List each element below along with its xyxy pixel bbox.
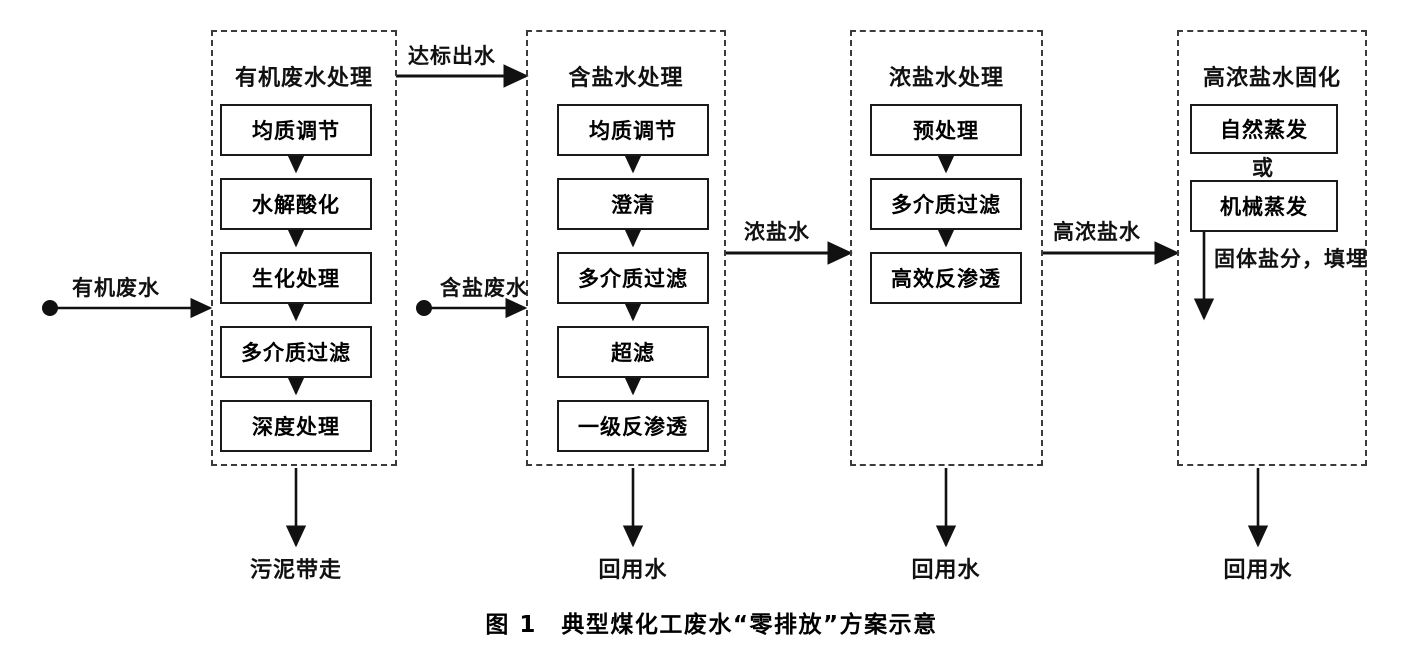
output-label-reuse-water-3: 回用水 xyxy=(911,558,981,583)
group-title-saline-water-treatment: 含盐水处理 xyxy=(568,66,684,91)
group-title-concentrated-brine-treatment: 浓盐水处理 xyxy=(888,66,1004,91)
process-box-solidification-2[interactable]: 机械蒸发 xyxy=(1190,180,1338,232)
process-box-solidification-1[interactable]: 自然蒸发 xyxy=(1190,104,1338,154)
process-box-brine-1[interactable]: 预处理 xyxy=(870,104,1022,156)
connector-label-high-concentration-brine: 高浓盐水 xyxy=(1053,220,1141,244)
group-title-high-concentration-brine-solidification: 高浓盐水固化 xyxy=(1202,66,1341,91)
group-organic-wastewater-treatment xyxy=(211,30,397,466)
process-box-organic-1[interactable]: 均质调节 xyxy=(220,104,372,156)
output-label-reuse-water-2: 回用水 xyxy=(598,558,668,583)
process-box-organic-3[interactable]: 生化处理 xyxy=(220,252,372,304)
input-label-organic-wastewater: 有机废水 xyxy=(72,276,160,300)
connector-label-compliant-effluent: 达标出水 xyxy=(408,44,496,68)
connector-label-concentrated-brine: 浓盐水 xyxy=(744,220,810,244)
process-box-saline-4[interactable]: 超滤 xyxy=(557,326,709,378)
output-label-sludge: 污泥带走 xyxy=(249,558,342,583)
process-box-saline-1[interactable]: 均质调节 xyxy=(557,104,709,156)
process-box-saline-2[interactable]: 澄清 xyxy=(557,178,709,230)
figure-caption: 图 1 典型煤化工废水“零排放”方案示意 xyxy=(485,612,938,638)
process-box-organic-5[interactable]: 深度处理 xyxy=(220,400,372,452)
process-box-brine-3[interactable]: 高效反渗透 xyxy=(870,252,1022,304)
output-label-reuse-water-4: 回用水 xyxy=(1223,558,1293,583)
input-arrow-saline xyxy=(416,297,528,319)
process-box-saline-5[interactable]: 一级反渗透 xyxy=(557,400,709,452)
process-box-saline-3[interactable]: 多介质过滤 xyxy=(557,252,709,304)
group-high-concentration-brine-solidification xyxy=(1177,30,1367,466)
process-box-brine-2[interactable]: 多介质过滤 xyxy=(870,178,1022,230)
group-saline-water-treatment xyxy=(526,30,726,466)
group-title-organic-wastewater-treatment: 有机废水处理 xyxy=(234,66,373,91)
group-concentrated-brine-treatment xyxy=(850,30,1043,466)
solid-salt-landfill-label: 固体盐分，填埋 xyxy=(1214,247,1368,271)
input-label-saline-wastewater: 含盐废水 xyxy=(440,276,528,300)
input-arrow-organic xyxy=(42,297,213,319)
process-box-organic-4[interactable]: 多介质过滤 xyxy=(220,326,372,378)
output-arrows xyxy=(285,468,1269,548)
process-box-organic-2[interactable]: 水解酸化 xyxy=(220,178,372,230)
or-label: 或 xyxy=(1252,156,1274,180)
